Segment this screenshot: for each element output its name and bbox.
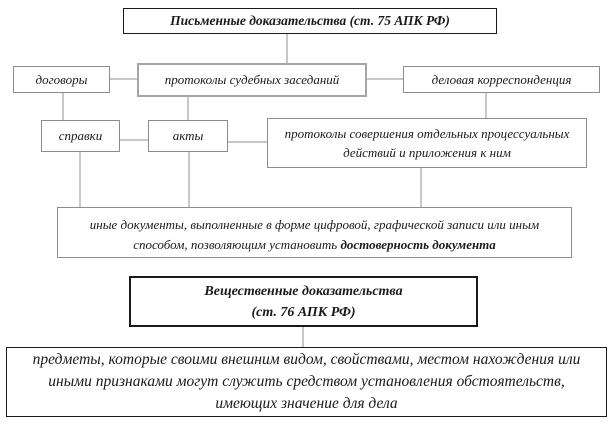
objects-description-text: предметы, которые своими внешним видом, … [32, 351, 581, 412]
material-evidence-title-box: Вещественные доказательства (ст. 76 АПК … [129, 276, 478, 327]
other-documents-text: иные документы, выполненные в форме цифр… [89, 217, 540, 253]
business-correspondence-box: деловая корреспонденция [403, 66, 600, 93]
other-documents-bold-text: достоверность документа [340, 237, 496, 253]
procedural-actions-protocols-box: протоколы совершения отдельных процессуа… [267, 118, 587, 168]
other-documents-box: иные документы, выполненные в форме цифр… [57, 207, 572, 258]
business-correspondence-label: деловая корреспонденция [431, 71, 572, 87]
dogovory-label: договоры [35, 71, 88, 87]
akty-box: акты [148, 120, 228, 152]
material-evidence-title-line1: Вещественные доказательства [204, 283, 403, 299]
material-evidence-title-line2: (ст. 76 АПК РФ) [251, 304, 356, 320]
written-evidence-title-box: Письменные доказательства (ст. 75 АПК РФ… [123, 8, 497, 34]
court-session-protocols-box: протоколы судебных заседаний [137, 63, 367, 97]
spravki-box: справки [41, 120, 120, 152]
objects-description-box: предметы, которые своими внешним видом, … [6, 347, 607, 417]
court-session-protocols-label: протоколы судебных заседаний [164, 72, 340, 88]
spravki-label: справки [58, 128, 103, 144]
written-evidence-title: Письменные доказательства (ст. 75 АПК РФ… [170, 12, 450, 28]
dogovory-box: договоры [13, 66, 110, 93]
akty-label: акты [172, 128, 204, 144]
procedural-actions-protocols-label: протоколы совершения отдельных процессуа… [284, 125, 570, 161]
